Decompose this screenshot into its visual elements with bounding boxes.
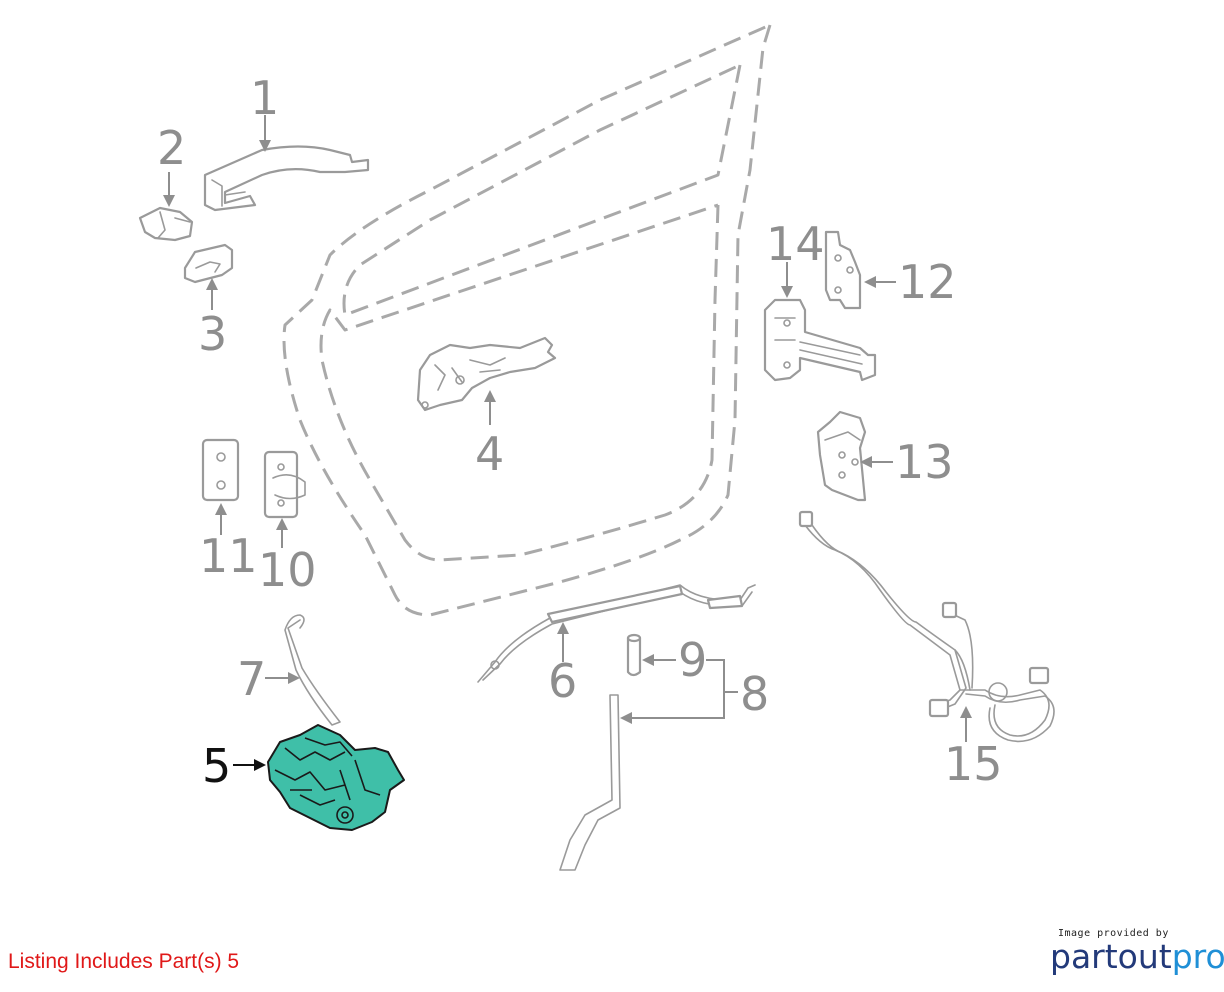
part-9-pin[interactable] — [626, 633, 642, 677]
part-7-rod[interactable] — [284, 614, 341, 726]
callout-15: 15 — [944, 737, 1003, 791]
part-2-clip[interactable] — [138, 206, 194, 242]
part-13-hinge-bracket[interactable] — [816, 410, 867, 502]
callout-5: 5 — [202, 739, 231, 793]
callout-10: 10 — [258, 543, 317, 597]
brand-logo: partoutpro — [1050, 937, 1224, 976]
callout-12: 12 — [898, 255, 957, 309]
callout-8: 8 — [740, 667, 769, 721]
brand-caption: Image provided by — [1058, 928, 1169, 939]
callout-4: 4 — [475, 427, 504, 481]
callout-2: 2 — [157, 121, 186, 175]
callout-13: 13 — [895, 435, 954, 489]
door-outline — [282, 23, 772, 617]
callout-9: 9 — [678, 633, 707, 687]
part-12-hinge-plate[interactable] — [824, 230, 862, 310]
part-3-bracket[interactable] — [183, 243, 234, 284]
part-14-door-check[interactable] — [763, 298, 877, 382]
part-5-door-latch-highlighted[interactable] — [267, 724, 405, 831]
callout-11: 11 — [199, 529, 258, 583]
callout-7: 7 — [237, 652, 266, 706]
callout-14: 14 — [766, 217, 825, 271]
callout-3: 3 — [198, 307, 227, 361]
part-10-striker[interactable] — [263, 450, 306, 519]
part-1-outside-handle[interactable] — [203, 145, 370, 212]
callout-labels: 1 2 3 4 5 6 7 8 9 10 11 12 13 14 15 — [157, 71, 1003, 793]
brand-name-part2: pro — [1171, 937, 1224, 976]
part-4-inside-handle[interactable] — [416, 336, 557, 412]
callout-6: 6 — [548, 654, 577, 708]
brand-name-part1: partout — [1050, 937, 1172, 976]
part-11-plate[interactable] — [201, 438, 240, 502]
leader-lines — [163, 115, 972, 771]
callout-1: 1 — [250, 71, 279, 125]
part-15-wire-harness[interactable] — [798, 510, 1055, 743]
part-8-rod[interactable] — [559, 694, 621, 871]
part-6-cable[interactable] — [477, 584, 756, 683]
listing-note: Listing Includes Part(s) 5 — [8, 950, 240, 973]
brand-attribution: Image provided by partoutpro — [1050, 928, 1224, 976]
